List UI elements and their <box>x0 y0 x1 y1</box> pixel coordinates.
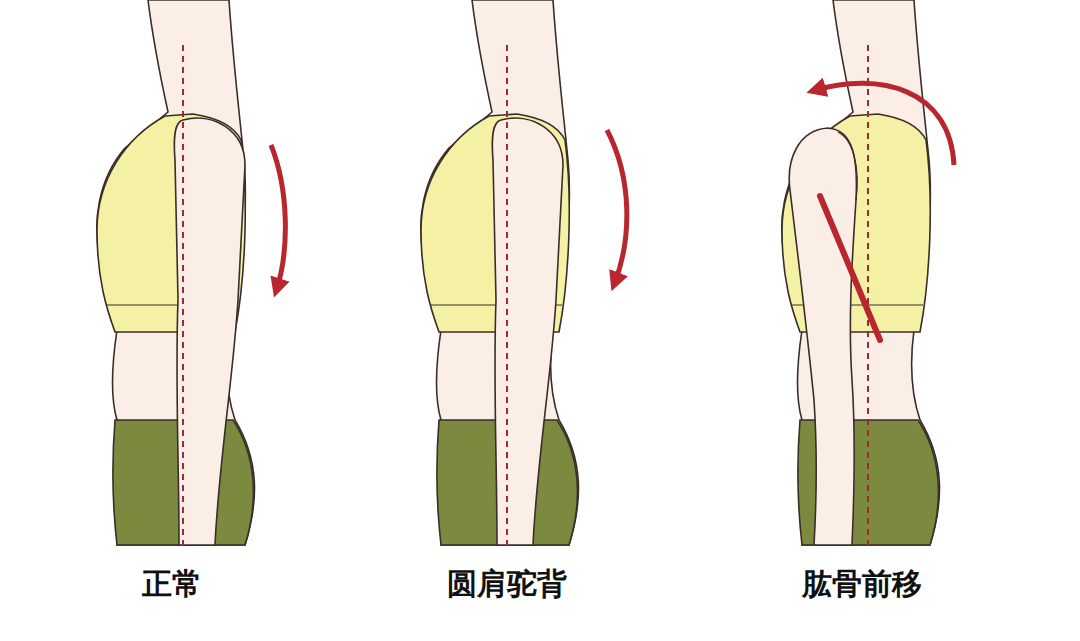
caption-label: 肱骨前移 <box>802 566 922 602</box>
arm <box>789 128 856 545</box>
rotation-arrow <box>816 83 954 165</box>
rotation-arrow <box>607 130 627 282</box>
plumb-line <box>182 45 184 550</box>
torso <box>97 0 255 545</box>
plumb-line <box>867 45 869 550</box>
plumb-line <box>506 45 508 550</box>
humerus-line <box>820 196 880 340</box>
rotation-arrow <box>271 145 285 288</box>
caption-label: 正常 <box>142 566 202 602</box>
arm <box>492 118 563 545</box>
caption-label: 圆肩驼背 <box>447 566 567 602</box>
normal-figure <box>97 0 286 550</box>
shoulder-contour <box>838 132 857 200</box>
torso <box>421 0 579 545</box>
rounded-shoulder-figure <box>421 0 627 550</box>
arm <box>174 118 245 545</box>
humerus-forward-figure <box>782 0 954 550</box>
